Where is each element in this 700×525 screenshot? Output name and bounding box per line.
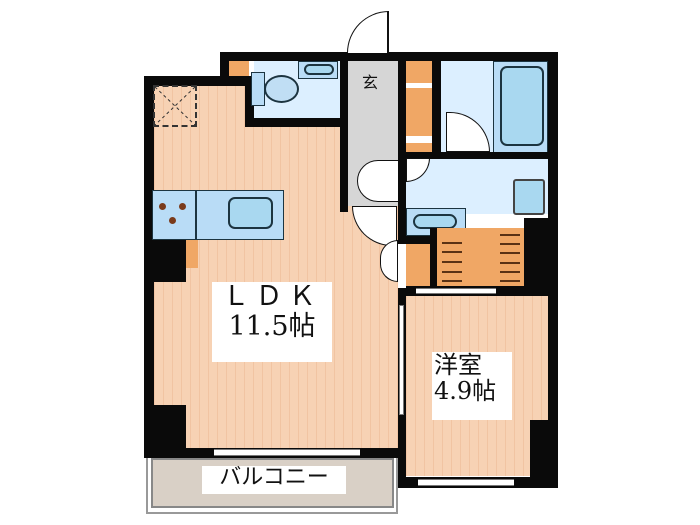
sliding-door[interactable]: [399, 305, 404, 415]
closet-wall-right: [524, 218, 548, 296]
stove-burner-2: [179, 203, 186, 210]
right-wall-top: [400, 52, 557, 61]
front-door[interactable]: [347, 11, 389, 53]
ldk-room-label: ＬＤＫ 11.5帖: [212, 282, 332, 362]
toilet-sink: [304, 64, 334, 75]
western-room-area: 4.9帖: [434, 377, 497, 406]
washbasin: [413, 214, 457, 229]
toilet-wall-bottom: [245, 118, 348, 127]
western-room-name: 洋室: [434, 351, 482, 379]
closet-wall-mid: [430, 228, 437, 288]
ldk-name: ＬＤＫ: [222, 281, 322, 312]
right-wall: [548, 52, 558, 457]
kitchen-sink: [228, 197, 273, 229]
toilet-bowl: [264, 75, 299, 103]
ventilation-marker: [153, 85, 197, 127]
closet-shelves-left: [442, 238, 462, 286]
toilet-wall-inner-left: [245, 76, 254, 126]
entrance-label: 玄: [361, 73, 378, 92]
bath-wall-bottom: [406, 152, 548, 159]
western-column: [530, 420, 558, 488]
shoe-closet: [406, 88, 432, 136]
closet-divider: [432, 52, 441, 158]
walk-in-closet: [437, 228, 524, 286]
closet-lower-left: [406, 244, 430, 286]
hall-wall-left: [340, 52, 348, 212]
ventilation-x-icon: [154, 86, 196, 126]
toilet-wall-top: [220, 52, 400, 61]
toilet-tank: [251, 72, 265, 106]
ldk-area: 11.5帖: [228, 310, 316, 342]
ldk-window[interactable]: [214, 449, 360, 456]
stove-burner-3: [169, 217, 176, 224]
kitchen-stove-counter: [152, 190, 196, 240]
bathtub: [500, 66, 544, 146]
kitchen-wall-block: [144, 240, 186, 282]
fridge-space: [186, 240, 198, 268]
closet-shelves-right: [500, 230, 520, 286]
toilet-wall-left: [220, 52, 229, 82]
western-window[interactable]: [418, 479, 514, 486]
closet-wall: [398, 52, 406, 242]
hall-door[interactable]: [357, 160, 399, 202]
ldk-wall-top: [144, 76, 249, 86]
balcony-rail: [146, 458, 398, 514]
shoe-closet-top: [406, 61, 432, 83]
stove-burner-1: [159, 203, 166, 210]
balcony-label: バルコニー: [202, 465, 346, 494]
toilet-storage: [229, 61, 249, 76]
washing-machine-space: [513, 179, 545, 215]
western-closet-door[interactable]: [416, 288, 496, 294]
western-room-label: 洋室 4.9帖: [432, 352, 512, 420]
